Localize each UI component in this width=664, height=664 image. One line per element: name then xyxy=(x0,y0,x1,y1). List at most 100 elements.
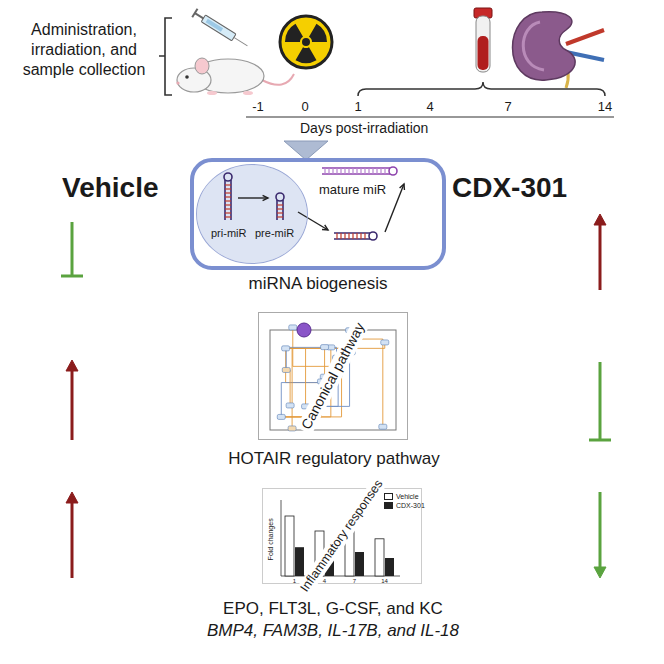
mirna-hairpins-part xyxy=(225,204,231,205)
kidney-icon-part xyxy=(513,12,576,80)
syringe-icon-part-part xyxy=(195,13,203,18)
timeline-axis xyxy=(246,117,614,118)
chart-legend: VehicleCDX-301 xyxy=(384,492,425,510)
mirna-hairpins-part xyxy=(348,168,349,174)
blood-tube-icon-part xyxy=(476,16,490,72)
trend-arrows-part xyxy=(71,500,74,578)
mirna-hairpins-part xyxy=(360,233,361,239)
mirna-hairpins-part xyxy=(380,168,381,174)
mirna-hairpins-part xyxy=(368,168,369,174)
blood-tube-icon-part xyxy=(478,36,489,70)
protein-list: EPO, FLT3L, G-CSF, and KC xyxy=(123,598,543,619)
node-text: pre-miR xyxy=(255,227,294,240)
legend-text: CDX-301 xyxy=(396,501,425,510)
pathway-network-part xyxy=(282,367,290,372)
trend-arrows-part xyxy=(71,222,74,276)
mirna-hairpins-part xyxy=(352,168,353,174)
trend-arrows-part xyxy=(599,362,602,440)
legend-row: Vehicle xyxy=(384,492,425,501)
mirna-hairpins-part xyxy=(356,168,357,174)
mirna-hairpins-part xyxy=(369,232,377,240)
syringe-icon-part-part xyxy=(206,19,223,32)
mirna-hairpins-part xyxy=(322,225,328,230)
timeline-axis-part xyxy=(246,116,614,117)
radiation-symbol-part xyxy=(285,24,303,42)
mirna-hairpins-part xyxy=(225,212,231,213)
day-tick: 7 xyxy=(493,99,523,115)
bar-chart-part xyxy=(375,539,384,576)
node-text: pri-miR xyxy=(211,227,246,240)
kidney-icon-part xyxy=(566,30,604,44)
node-text: Canonical pathway xyxy=(296,317,369,435)
mirna-hairpins-part xyxy=(225,216,231,217)
radiation-symbol-part xyxy=(280,16,332,68)
pathway-network-part xyxy=(286,348,292,428)
pathway-network-part xyxy=(286,348,306,406)
mirna-hairpins-part xyxy=(352,233,353,239)
mirna-hairpins-part xyxy=(389,167,397,175)
trend-arrows-part xyxy=(594,214,606,225)
syringe-icon xyxy=(192,9,250,50)
node-text: miRNA biogenesis xyxy=(168,274,468,294)
axis-title: Days post-irradiation xyxy=(300,120,428,138)
mirna-hairpins-part xyxy=(225,200,231,201)
radiation-symbol xyxy=(280,16,332,68)
bar-chart-part xyxy=(295,547,304,576)
nucleus-fill xyxy=(197,165,307,263)
pathway-network-part xyxy=(286,370,290,405)
mirna-hairpins-part xyxy=(224,173,232,181)
trend-arrows-part xyxy=(61,275,83,278)
mirna-hairpins-part xyxy=(332,168,333,174)
mirna-hairpins-part xyxy=(336,233,337,239)
pathway-network-part xyxy=(286,403,294,408)
pathway-network-part xyxy=(351,339,383,427)
protocol-note: Administration, irradiation, and sample … xyxy=(9,20,159,80)
trend-arrows-part xyxy=(599,222,602,290)
mouse-icon-part xyxy=(243,91,253,95)
mirna-hairpins-part xyxy=(238,197,268,198)
mirna-hairpins-part xyxy=(340,233,341,239)
mirna-hairpins-part xyxy=(322,167,390,169)
mirna-hairpins xyxy=(224,167,404,240)
gene-list: BMP4, FAM3B, IL-17B, and IL-18 xyxy=(123,620,543,641)
trend-arrows-part xyxy=(66,360,78,371)
trend-arrows-part xyxy=(599,492,602,570)
mirna-hairpins-part xyxy=(277,216,283,217)
radiation-symbol-part xyxy=(302,38,310,46)
collection-bracket-part xyxy=(159,18,172,95)
collection-bracket xyxy=(159,18,172,95)
mirna-hairpins-part xyxy=(322,173,390,175)
nucleus-fill-part xyxy=(197,165,307,263)
mirna-hairpins-part xyxy=(225,196,231,197)
syringe-icon-part-part xyxy=(234,37,248,45)
mirna-hairpins-part xyxy=(344,233,345,239)
day-tick: 1 xyxy=(343,99,373,115)
mirna-hairpins-part xyxy=(225,188,231,189)
mirna-hairpins-part xyxy=(340,168,341,174)
pathway-network-part xyxy=(282,346,290,351)
mirna-hairpins-part xyxy=(224,180,226,220)
mouse-icon-part xyxy=(195,58,209,74)
radiation-symbol-part xyxy=(309,24,327,42)
mirna-hairpins-part xyxy=(364,233,365,239)
node-text: mature miR xyxy=(319,182,386,198)
pathway-network-part xyxy=(289,325,297,330)
group-heading: Vehicle xyxy=(62,170,159,205)
syringe-icon-part xyxy=(192,9,250,50)
timeline-brace-part xyxy=(358,82,605,96)
mouse-icon-part xyxy=(185,75,189,79)
legend-text: Vehicle xyxy=(396,492,419,501)
mirna-hairpins-part xyxy=(298,212,328,230)
mirna-hairpins-part xyxy=(277,204,283,205)
bar-chart-part xyxy=(285,516,294,576)
node-text: Inflammatory responses xyxy=(296,475,388,598)
blood-tube-icon xyxy=(474,8,492,72)
chart-tick: 4 xyxy=(315,578,335,586)
mirna-hairpins-part xyxy=(225,184,231,185)
timeline-brace xyxy=(358,82,605,96)
mirna-hairpins-part xyxy=(384,168,385,174)
mirna-hairpins-part xyxy=(356,233,357,239)
mirna-hairpins-part xyxy=(348,233,349,239)
node-text: HOTAIR regulatory pathway xyxy=(184,449,484,469)
group-heading: CDX-301 xyxy=(452,170,567,205)
